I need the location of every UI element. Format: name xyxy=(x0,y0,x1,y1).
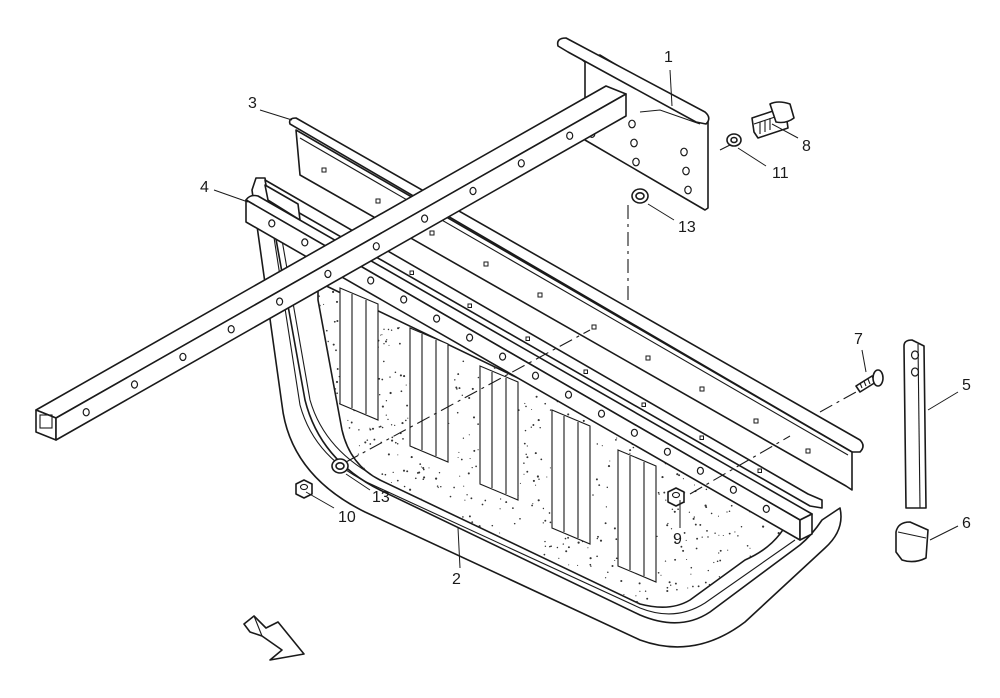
step-grating xyxy=(317,281,793,608)
callout-13-lower: 13 xyxy=(372,489,390,506)
washer-top xyxy=(726,133,742,147)
grating-slot xyxy=(551,409,591,545)
callout-7: 7 xyxy=(854,331,863,348)
callout-5: 5 xyxy=(962,377,971,394)
callout-3: 3 xyxy=(248,95,257,112)
square-tube-holes xyxy=(82,131,574,417)
assembly-axes xyxy=(345,144,857,495)
callout-6: 6 xyxy=(962,515,971,532)
callout-2: 2 xyxy=(452,571,461,588)
callout-11: 11 xyxy=(772,165,789,182)
vertical-strap xyxy=(903,339,927,509)
forward-direction-arrow-icon xyxy=(243,615,305,661)
grating-slot xyxy=(339,287,379,421)
square-tube xyxy=(35,85,627,441)
hex-bolt xyxy=(751,101,795,139)
flange-screw xyxy=(855,369,884,393)
grating-slot xyxy=(617,449,657,583)
callout-9: 9 xyxy=(673,531,682,548)
flat-bar xyxy=(245,194,813,541)
callout-4: 4 xyxy=(200,179,209,196)
frame-side-rail xyxy=(264,179,823,509)
end-cap xyxy=(895,521,929,563)
callout-1: 1 xyxy=(664,49,673,66)
angle-bar-holes xyxy=(321,167,811,454)
hex-nut-bottom xyxy=(295,479,313,499)
leader-lines xyxy=(213,69,959,569)
callout-10: 10 xyxy=(338,509,356,526)
grating-slot xyxy=(479,365,519,501)
washer-bottom xyxy=(331,458,349,474)
flat-bar-holes xyxy=(268,219,770,513)
hex-nut-grating xyxy=(667,487,685,507)
callout-labels: 1 2 3 4 5 6 7 8 9 10 11 13 13 xyxy=(200,49,971,588)
washer-plate xyxy=(631,188,649,204)
callout-8: 8 xyxy=(802,138,811,155)
grating-slot xyxy=(409,327,449,463)
callout-13-upper: 13 xyxy=(678,219,696,236)
